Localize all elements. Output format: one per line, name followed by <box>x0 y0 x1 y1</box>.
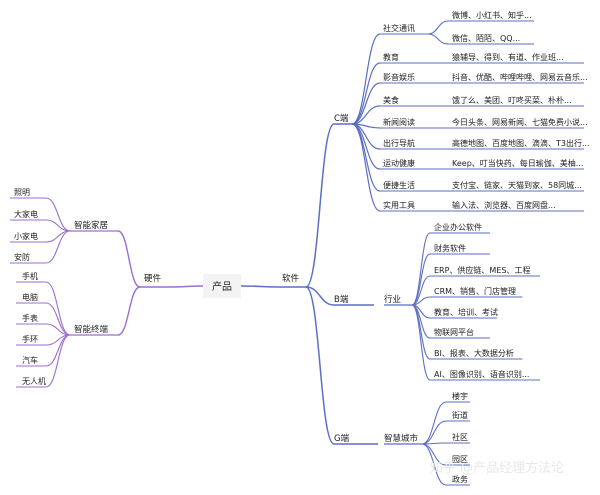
b-item-connector <box>411 304 431 360</box>
smart-terminal-item: 电脑 <box>22 292 38 302</box>
g-item-label: 政务 <box>452 474 468 484</box>
b-item-connector <box>411 253 431 306</box>
c-app-list: 高德地图、百度地图、滴滴、T3出行... <box>452 138 590 148</box>
g-item-connector <box>421 420 447 445</box>
smart-terminal-item: 手机 <box>22 271 38 281</box>
c-app-list: Keep、叮当快药、每日瑜伽、美柚... <box>452 158 583 168</box>
c-category-connector <box>351 123 381 212</box>
smart-home-item: 照明 <box>14 188 30 197</box>
label-layer: 产品 软件 C端 社交通讯 微博、小红书、知乎... 微信、陌陌、QQ... 教育 猿辅导、得… <box>14 10 590 484</box>
software-label: 软件 <box>282 273 300 284</box>
b-end-connector <box>305 286 335 306</box>
c-end-connector <box>305 123 335 288</box>
c-category-connector <box>351 82 381 125</box>
c-category-label: 便捷生活 <box>383 180 415 190</box>
c-category-connector <box>351 123 381 192</box>
smart-terminal-item-connector <box>45 323 71 336</box>
g-item-label: 社区 <box>452 432 468 442</box>
g-item-label: 园区 <box>452 455 468 464</box>
smart-terminal-label: 智能终端 <box>74 324 109 335</box>
smart-home-item-connector <box>45 219 71 232</box>
c-app-connector <box>427 33 449 45</box>
c-category-label: 美食 <box>383 95 399 105</box>
software-connector <box>240 285 281 288</box>
b-item-label: BI、报表、大数据分析 <box>434 348 514 358</box>
smart-home-item: 大家电 <box>14 209 38 219</box>
c-app-list: 饿了么、美团、叮咚买菜、朴朴... <box>452 95 572 105</box>
root-node <box>203 274 241 298</box>
g-item-connector <box>421 443 447 486</box>
smart-home-label: 智能家居 <box>74 220 108 231</box>
c-end-label: C端 <box>334 113 349 124</box>
smart-terminal-item: 汽车 <box>22 355 38 365</box>
g-item-label: 楼宇 <box>452 391 468 401</box>
c-app-list: 抖音、优酷、哔哩哔哩、网易云音乐... <box>452 72 588 82</box>
c-category-label: 实用工具 <box>383 200 415 210</box>
c-category-connector <box>351 105 381 125</box>
g-end-label: G端 <box>334 433 350 444</box>
watermark-text: 知乎 @产品经理方法论 <box>430 460 564 476</box>
b-item-connector <box>411 232 431 306</box>
c-app-list: 微博、小红书、知乎... <box>452 10 532 20</box>
smart-home-connector <box>117 230 141 288</box>
smart-terminal-connector <box>117 286 141 336</box>
smart-home-item: 小家电 <box>14 231 38 241</box>
c-category-label: 运动健康 <box>383 158 415 168</box>
c-app-list: 今日头条、网易新闻、七猫免费小说... <box>452 117 588 127</box>
c-app-connector <box>427 20 449 35</box>
g-group-label: 智慧城市 <box>384 433 419 444</box>
c-category-connector <box>351 33 381 125</box>
b-group-label: 行业 <box>384 294 401 305</box>
c-category-label: 影音娱乐 <box>383 72 415 82</box>
b-item-label: 物联网平台 <box>434 327 474 337</box>
b-item-label: 企业办公软件 <box>434 222 482 232</box>
root-label: 产品 <box>212 280 232 293</box>
c-app-list: 猿辅导、得到、有道、作业班... <box>452 52 564 62</box>
smart-terminal-item: 无人机 <box>22 376 46 386</box>
b-item-connector <box>411 304 431 381</box>
smart-terminal-item: 手表 <box>22 313 38 323</box>
smart-home-item: 安防 <box>14 252 30 262</box>
hardware-connector <box>169 285 204 288</box>
b-item-label: 财务软件 <box>434 243 466 253</box>
smart-terminal-item: 手环 <box>22 334 38 344</box>
b-item-label: AI、图像识别、语音识别... <box>434 369 529 379</box>
c-category-label: 社交通讯 <box>383 23 415 33</box>
smart-terminal-item-connector <box>45 281 71 336</box>
hardware-label: 硬件 <box>144 273 162 284</box>
c-category-label: 新闻阅读 <box>383 117 415 127</box>
g-item-connector <box>421 401 447 445</box>
c-app-list: 支付宝、链家、天猫到家、58同城... <box>452 180 582 190</box>
smart-home-item-connector <box>45 230 71 264</box>
g-end-connector <box>305 286 335 445</box>
smart-terminal-item-connector <box>45 334 71 388</box>
b-item-label: CRM、销售、门店管理 <box>434 286 516 296</box>
c-category-label: 教育 <box>383 52 399 62</box>
smart-terminal-item-connector <box>45 302 71 336</box>
smart-home-item-connector <box>45 197 71 232</box>
c-app-list: 微信、陌陌、QQ... <box>452 33 520 43</box>
b-item-label: 教育、培训、考试 <box>434 307 498 317</box>
connector-layer <box>10 20 584 486</box>
b-item-connector <box>411 275 431 306</box>
c-category-connector <box>351 123 381 170</box>
g-item-label: 街道 <box>452 410 468 420</box>
c-app-list: 输入法、浏览器、百度网盘... <box>452 200 556 210</box>
b-item-label: ERP、供应链、MES、工程 <box>434 265 530 275</box>
b-end-label: B端 <box>334 294 349 305</box>
c-category-label: 出行导航 <box>383 138 415 148</box>
